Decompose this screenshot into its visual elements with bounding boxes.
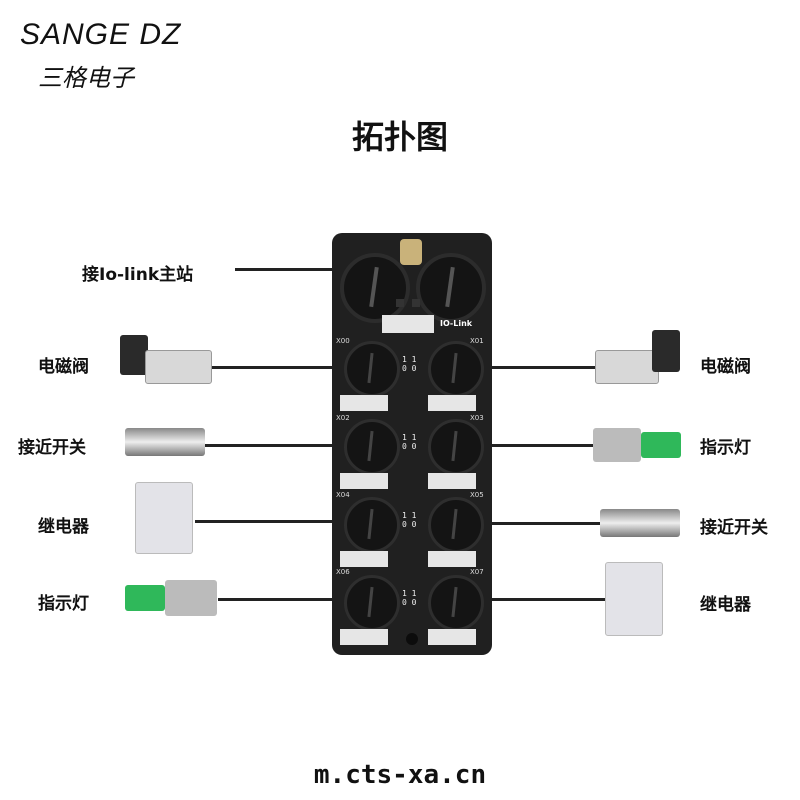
proximity-switch-icon bbox=[125, 428, 205, 456]
port-x02[interactable] bbox=[344, 419, 400, 475]
iolink-logo: IO-Link bbox=[440, 319, 473, 328]
iolink-module: IO-Link X00 X01 X02 X03 X04 X05 X06 X07 … bbox=[332, 233, 492, 655]
label-right-proximity-switch: 接近开关 bbox=[700, 518, 768, 538]
cable-iolink-master bbox=[235, 268, 335, 271]
mounting-hole-icon bbox=[400, 239, 422, 265]
iolink-connector-in bbox=[340, 253, 410, 323]
port-label: X04 bbox=[336, 491, 350, 499]
port-label: X02 bbox=[336, 414, 350, 422]
label-left-indicator-light: 指示灯 bbox=[38, 594, 89, 614]
proximity-switch-icon bbox=[600, 509, 680, 537]
port-label: X03 bbox=[470, 414, 484, 422]
port-x07[interactable] bbox=[428, 575, 484, 631]
port-label-strip bbox=[428, 551, 476, 567]
status-led-icon bbox=[396, 299, 404, 307]
label-right-solenoid-valve: 电磁阀 bbox=[700, 357, 751, 377]
cable-right-1 bbox=[490, 366, 598, 369]
port-x05[interactable] bbox=[428, 497, 484, 553]
port-label-strip bbox=[340, 629, 388, 645]
port-x01[interactable] bbox=[428, 341, 484, 397]
port-label-strip bbox=[428, 395, 476, 411]
label-right-relay: 继电器 bbox=[700, 595, 751, 615]
footer-url[interactable]: m.cts-xa.cn bbox=[313, 760, 487, 790]
label-left-solenoid-valve: 电磁阀 bbox=[38, 357, 89, 377]
indicator-light-lens-icon bbox=[641, 432, 681, 458]
port-x00[interactable] bbox=[344, 341, 400, 397]
relay-icon bbox=[135, 482, 193, 554]
label-left-proximity-switch: 接近开关 bbox=[18, 438, 86, 458]
port-label-strip bbox=[428, 629, 476, 645]
label-iolink-master: 接Io-link主站 bbox=[82, 265, 194, 285]
solenoid-valve-icon bbox=[145, 350, 212, 384]
cable-left-4 bbox=[218, 598, 335, 601]
cable-left-2 bbox=[205, 444, 335, 447]
solenoid-valve-icon bbox=[595, 350, 659, 384]
brand-name-cn: 三格电子 bbox=[38, 64, 134, 92]
label-right-indicator-light: 指示灯 bbox=[700, 438, 751, 458]
cable-right-3 bbox=[490, 522, 602, 525]
port-label: X07 bbox=[470, 568, 484, 576]
port-x06[interactable] bbox=[344, 575, 400, 631]
status-led-icon bbox=[412, 299, 420, 307]
port-label: X00 bbox=[336, 337, 350, 345]
port-label-strip bbox=[340, 551, 388, 567]
port-x03[interactable] bbox=[428, 419, 484, 475]
solenoid-valve-coil-icon bbox=[120, 335, 148, 375]
brand-name: SANGE DZ bbox=[20, 18, 182, 51]
port-label-strip bbox=[340, 395, 388, 411]
solenoid-valve-coil-icon bbox=[652, 330, 680, 372]
iolink-connector-out bbox=[416, 253, 486, 323]
port-label-strip bbox=[428, 473, 476, 489]
cable-left-1 bbox=[210, 366, 335, 369]
port-label: X06 bbox=[336, 568, 350, 576]
mounting-hole-icon bbox=[406, 633, 418, 645]
port-label: X01 bbox=[470, 337, 484, 345]
label-left-relay: 继电器 bbox=[38, 517, 89, 537]
port-x04[interactable] bbox=[344, 497, 400, 553]
cable-right-2 bbox=[490, 444, 595, 447]
relay-icon bbox=[605, 562, 663, 636]
indicator-light-body-icon bbox=[593, 428, 641, 462]
port-label-strip bbox=[340, 473, 388, 489]
port-label: X05 bbox=[470, 491, 484, 499]
cable-right-4 bbox=[490, 598, 605, 601]
page-title: 拓扑图 bbox=[351, 118, 448, 156]
indicator-light-lens-icon bbox=[125, 585, 165, 611]
cable-left-3 bbox=[195, 520, 335, 523]
indicator-light-body-icon bbox=[165, 580, 217, 616]
module-label-strip bbox=[382, 315, 434, 333]
